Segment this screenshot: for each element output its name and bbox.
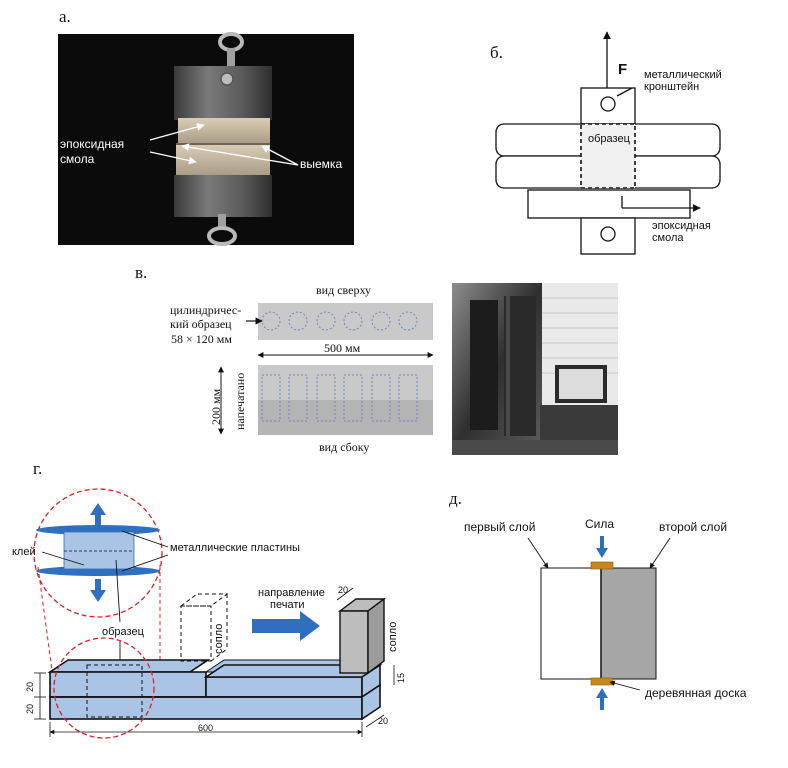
panel-a-notch-label: выемка [300, 157, 343, 171]
panel-v-lab-photo [452, 283, 618, 455]
panel-g-plates-label: металлические пластины [170, 542, 300, 554]
panel-v-width-label: 500 мм [324, 341, 361, 355]
panel-a-letter: а. [59, 7, 71, 26]
panel-d-second-layer-label: второй слой [659, 520, 728, 534]
panel-g-direction-label-2: печати [270, 599, 305, 611]
panel-g-dim-upper: 20 [25, 681, 35, 692]
panel-b-epoxy-label-1: эпоксидная [652, 220, 711, 232]
panel-d-force-label: Сила [585, 517, 615, 531]
panel-b-bracket-label-1: металлический [644, 69, 722, 81]
panel-v-cylinder-label-3: 58 × 120 мм [171, 332, 232, 346]
panel-v-side-view-label: вид сбоку [319, 440, 370, 454]
panel-v-height-label: 200 мм [209, 388, 223, 425]
panel-g-dim-step: 15 [396, 672, 406, 683]
panel-b-force-label: F [618, 61, 628, 78]
panel-b-letter: б. [490, 43, 503, 62]
panel-a-photo [58, 32, 354, 246]
panel-v-top-view-label: вид сверху [316, 283, 371, 297]
panel-g-scheme [33, 488, 395, 739]
panel-b-schematic [495, 31, 721, 255]
panel-g-direction-label-1: направление [258, 587, 325, 599]
panel-b-bracket-label-2: кронштейн [644, 81, 700, 93]
panel-g-nozzle-dashed-label: сопло [213, 623, 225, 654]
panel-g-glue-label: клей [12, 546, 36, 558]
panel-v-printed-label: напечатано [233, 372, 247, 430]
panel-a-epoxy-label-2: смола [60, 152, 95, 166]
panel-g-dim-length: 600 [198, 723, 214, 733]
panel-v-cylinder-label-2: кий образец [170, 317, 232, 331]
panel-g-specimen-label: образец [102, 626, 144, 638]
panel-g-dim-nozzle: 20 [338, 585, 349, 595]
panel-g-dim-depth: 20 [378, 716, 389, 726]
panel-b-epoxy-label-2: смола [652, 232, 684, 244]
panel-g-dim-lower: 20 [25, 703, 35, 714]
panel-g-letter: г. [33, 459, 43, 478]
panel-d-wood-board-label: деревянная доска [645, 686, 747, 700]
panel-v-cylinder-label-1: цилиндричес- [170, 303, 242, 317]
panel-v-letter: в. [135, 263, 148, 282]
panel-d-scheme [527, 536, 671, 710]
panel-g-nozzle-label: сопло [387, 621, 399, 652]
panel-b-specimen-label: образец [588, 133, 630, 145]
panel-d-letter: д. [449, 489, 462, 508]
panel-d-first-layer-label: первый слой [464, 520, 536, 534]
panel-v-views [218, 303, 434, 435]
panel-a-epoxy-label-1: эпоксидная [60, 137, 125, 151]
